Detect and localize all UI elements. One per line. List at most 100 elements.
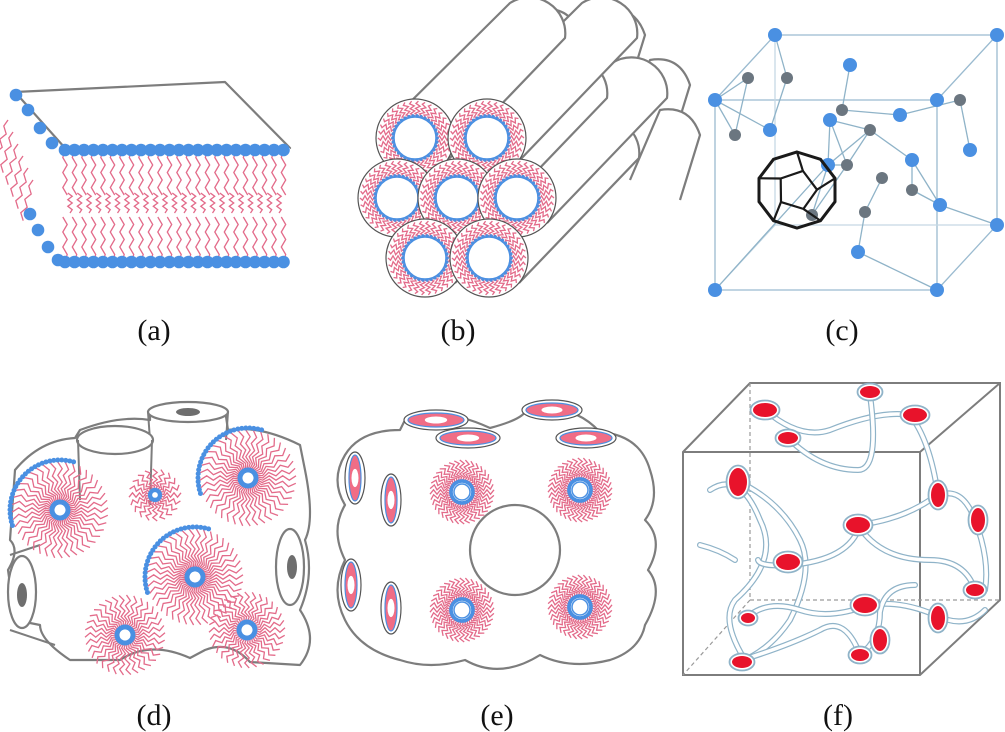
micelle-core: [467, 236, 511, 280]
lipid-tail: [585, 577, 598, 599]
lipid-tail: [118, 594, 127, 628]
lipid-tail: [402, 273, 414, 289]
lattice-node: [990, 28, 1004, 42]
lipid-tail: [188, 584, 197, 626]
headgroup: [202, 525, 208, 531]
headgroup: [231, 427, 237, 433]
dodecahedron-outline: [757, 150, 837, 230]
lipid-tail: [453, 578, 463, 600]
lipid-tail: [161, 192, 169, 214]
headgroup: [8, 519, 14, 525]
lipid-tail: [432, 224, 443, 240]
lipid-tail: [128, 149, 135, 196]
hexagonal-cylinder-cross-sections: [357, 98, 557, 298]
discontinuous-cubic-micelles: [7, 425, 297, 676]
headgroup: [87, 255, 100, 269]
lipid-tail: [65, 474, 94, 505]
lipid-tail: [253, 483, 284, 512]
lipid-tail: [62, 149, 68, 196]
headgroup: [134, 255, 148, 269]
panel-label-a: (a): [137, 314, 170, 347]
lipid-tail: [67, 511, 107, 526]
headgroup: [77, 255, 91, 269]
lipid-tail: [537, 198, 554, 208]
lipid-tail: [406, 224, 418, 238]
lipid-tail: [152, 579, 188, 601]
headgroup: [125, 255, 138, 269]
lipid-tail: [453, 243, 470, 253]
lipid-tail: [470, 224, 482, 238]
lipid-tail: [150, 556, 189, 575]
channel-inner: [763, 408, 912, 435]
lipid-tail: [588, 467, 604, 484]
lipid-tail: [504, 162, 514, 177]
headgroup: [45, 136, 59, 150]
lipid-tail: [57, 461, 63, 503]
lipid-tail: [249, 485, 266, 524]
micelle: [208, 591, 286, 669]
headgroup: [172, 255, 186, 269]
channel-center: [351, 468, 359, 488]
lipid-tail: [402, 102, 412, 117]
lipid-tail: [506, 143, 523, 153]
lipid-tail: [231, 636, 245, 667]
lipid-tail: [218, 604, 242, 625]
lipid-tail: [128, 216, 135, 263]
lattice-node: [963, 143, 977, 157]
interstitial-node: [864, 124, 876, 136]
lipid-tail: [588, 584, 604, 601]
network-link: [841, 109, 901, 116]
micelle-core: [453, 601, 471, 619]
lipid-tail: [384, 162, 394, 177]
lipid-tail: [71, 216, 78, 263]
lipid-tail: [455, 160, 464, 177]
lipid-tail: [451, 123, 468, 133]
lipid-tail: [418, 159, 428, 174]
lipid-tail: [537, 182, 552, 193]
panel-label-f: (f): [823, 699, 853, 732]
lipid-tail: [425, 207, 438, 219]
lipid-tail: [430, 479, 453, 489]
lipid-tail: [252, 601, 273, 625]
lipid-tail: [44, 517, 59, 557]
lipid-tail: [588, 612, 610, 625]
micelle-core: [571, 598, 589, 616]
lipid-tail: [508, 263, 525, 273]
lipid-tail: [256, 192, 264, 214]
lipid-tail: [128, 598, 144, 629]
lipid-tail: [202, 479, 241, 496]
headgroup: [8, 515, 14, 521]
lipid-tail: [247, 192, 254, 214]
lipid-tail: [109, 216, 116, 263]
lipid-tail: [500, 275, 513, 288]
headgroup: [470, 606, 475, 610]
lipid-tail: [362, 203, 377, 214]
lipid-tail: [571, 500, 581, 523]
lipid-tail: [138, 149, 144, 196]
lipid-tail: [181, 530, 195, 570]
lipid-tail: [450, 128, 467, 138]
lipid-tail: [114, 192, 121, 214]
lipid-tail: [96, 639, 120, 664]
lipid-tail: [84, 625, 118, 635]
lipid-tail: [132, 479, 152, 493]
lipid-tail: [91, 638, 119, 659]
lipid-tail: [139, 498, 153, 518]
red-core: [741, 613, 755, 623]
lipid-tail: [212, 444, 243, 473]
lipid-tail: [360, 199, 376, 208]
headgroup: [51, 253, 65, 267]
lipid-tail: [418, 220, 427, 237]
lipid-tail: [154, 551, 189, 573]
lipid-tail: [458, 459, 466, 482]
lipid-tail: [436, 227, 448, 243]
lipid-tail: [157, 472, 171, 492]
headgroup: [7, 511, 13, 517]
lipid-tail: [424, 178, 440, 189]
lipid-tail: [252, 437, 276, 473]
lipid-tail: [199, 192, 207, 214]
lipid-tail: [418, 101, 428, 118]
lipid-tail: [245, 429, 251, 471]
lipid-tail: [432, 592, 454, 605]
lipid-tail: [387, 254, 404, 262]
